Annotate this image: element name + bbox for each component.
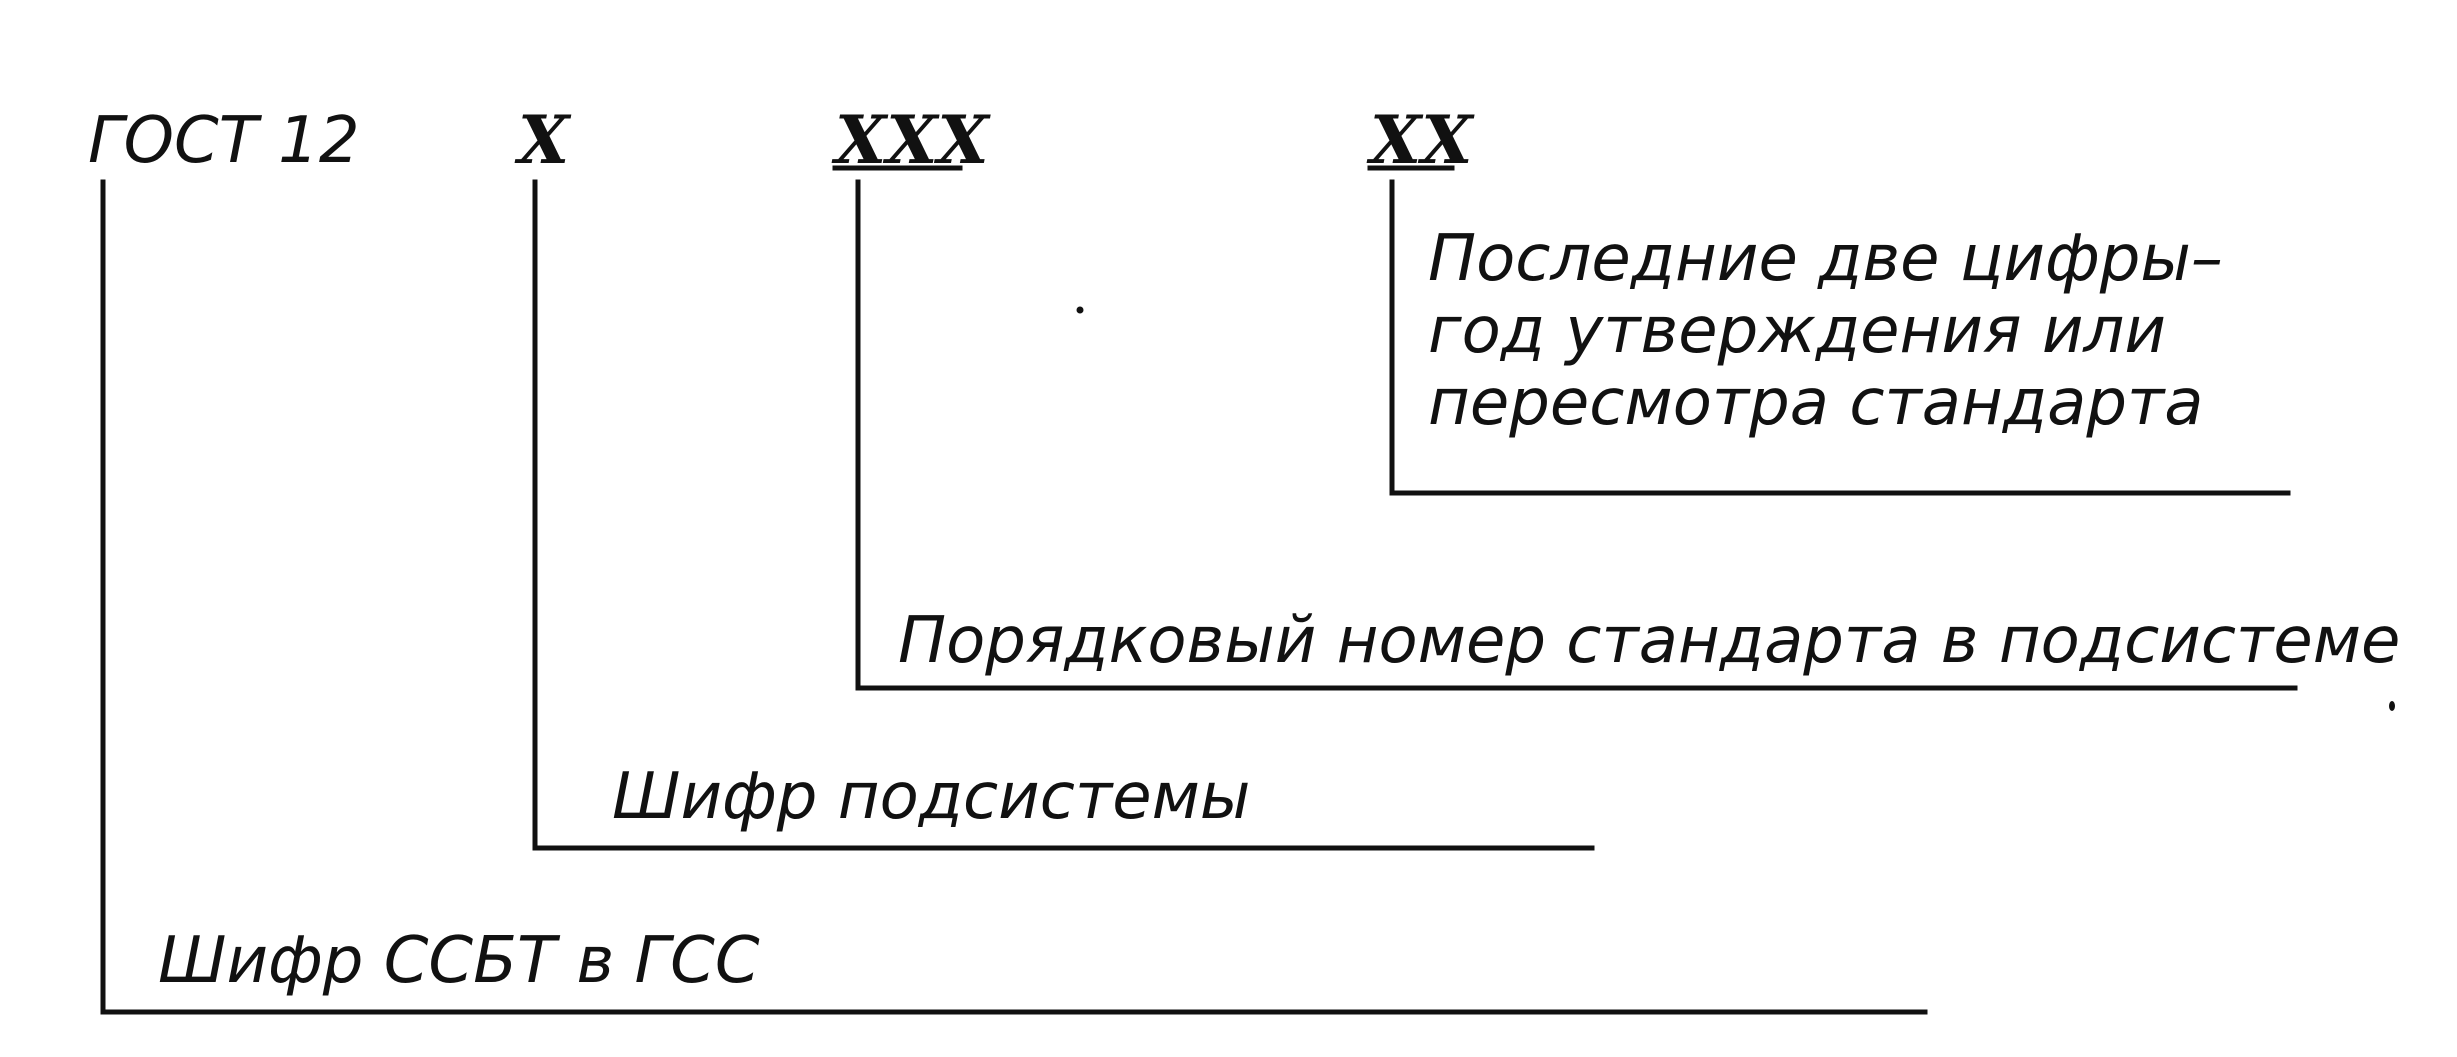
scan-speck [2389, 701, 2395, 711]
ssbt-bracket-line [100, 179, 1928, 1015]
year-label-line-1: Последние две цифры– [1428, 222, 2223, 296]
serial-bracket-line [855, 179, 2298, 691]
subsystem-code: Х [514, 101, 572, 179]
serial-label: Порядковый номер стандарта в подсистеме [898, 604, 2400, 678]
gost-code: ГОСТ 12 [88, 104, 360, 178]
ssbt-label: Шифр ССБТ в ГСС [158, 924, 760, 998]
subsystem-bracket-line [532, 179, 1595, 851]
year-bracket-line [1389, 179, 2291, 496]
subsystem-label: Шифр подсистемы [612, 760, 1250, 834]
year-label-line-2: год утверждения или [1428, 294, 2166, 368]
year-label-line-3: пересмотра стандарта [1428, 366, 2203, 440]
scan-speck [1076, 306, 1084, 314]
